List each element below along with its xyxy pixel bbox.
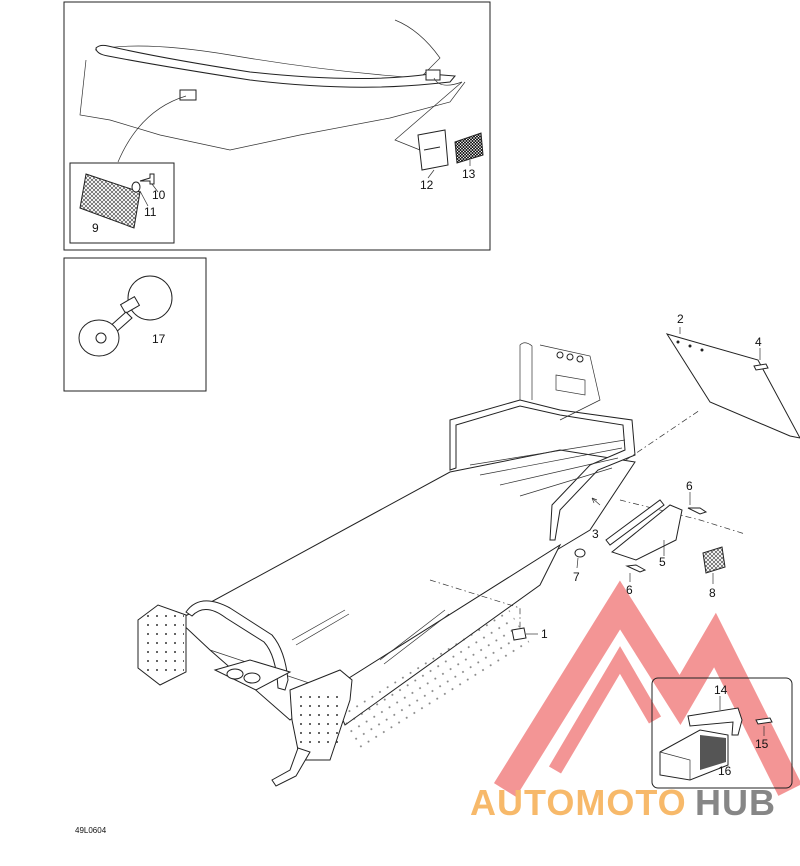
seat-reflector-small xyxy=(179,89,197,101)
callout-11: 11 xyxy=(144,205,157,219)
washer-7 xyxy=(574,548,586,558)
callout-2: 2 xyxy=(677,312,684,326)
hitch xyxy=(271,747,311,787)
callout-5: 5 xyxy=(659,555,666,569)
callout-15: 15 xyxy=(755,737,769,751)
sled-frame xyxy=(137,342,636,787)
screw-6-upper xyxy=(687,507,708,515)
reflector-13 xyxy=(454,132,484,164)
fastener-4 xyxy=(753,363,769,371)
callout-17: 17 xyxy=(152,332,166,346)
reflector-8 xyxy=(702,546,726,574)
seat-tag xyxy=(425,69,441,81)
callout-14: 14 xyxy=(714,683,728,697)
callout-7: 7 xyxy=(573,570,580,584)
callout-12: 12 xyxy=(420,178,434,192)
callout-8: 8 xyxy=(709,586,716,600)
callout-1: 1 xyxy=(541,627,548,641)
washer-11 xyxy=(131,181,141,193)
drawing-code: 49L0604 xyxy=(75,826,107,835)
inset-horn xyxy=(63,257,207,392)
snow-flap-assembly xyxy=(511,327,800,641)
inset-seat-reflector xyxy=(63,1,491,251)
callout-9: 9 xyxy=(92,221,99,235)
watermark-text-grey: HUB xyxy=(695,782,776,823)
bracket-14 xyxy=(687,707,743,736)
callout-16: 16 xyxy=(718,764,732,778)
front-bumper-loop xyxy=(185,600,289,691)
snow-flap-2 xyxy=(665,333,800,439)
callout-labels: 1 2 3 4 5 6 6 7 8 9 10 11 12 13 14 15 16… xyxy=(75,167,769,835)
horn-bulb xyxy=(127,275,173,321)
watermark-text-orange: AUTOMOTO xyxy=(470,782,687,823)
screw-15 xyxy=(755,717,773,725)
callout-13: 13 xyxy=(462,167,476,181)
reflector-9 xyxy=(79,173,141,229)
callout-6-upper: 6 xyxy=(686,479,693,493)
flap-mount-5 xyxy=(610,504,683,561)
callout-6-lower: 6 xyxy=(626,583,633,597)
watermark-logo: AUTOMOTO HUB xyxy=(470,580,800,823)
grommet-1 xyxy=(511,627,527,641)
inset-taillight xyxy=(651,677,793,789)
seat-cover xyxy=(94,19,441,79)
screw-6-lower xyxy=(625,564,647,573)
screw-10 xyxy=(139,173,155,185)
callout-3: 3 xyxy=(592,527,599,541)
callout-10: 10 xyxy=(152,188,166,202)
backing-plate-3 xyxy=(605,499,665,546)
rear-rack xyxy=(449,399,636,541)
bracket-12 xyxy=(417,129,449,171)
callout-4: 4 xyxy=(755,335,762,349)
seat-trim-band xyxy=(95,44,457,88)
seat-outline xyxy=(79,59,466,151)
